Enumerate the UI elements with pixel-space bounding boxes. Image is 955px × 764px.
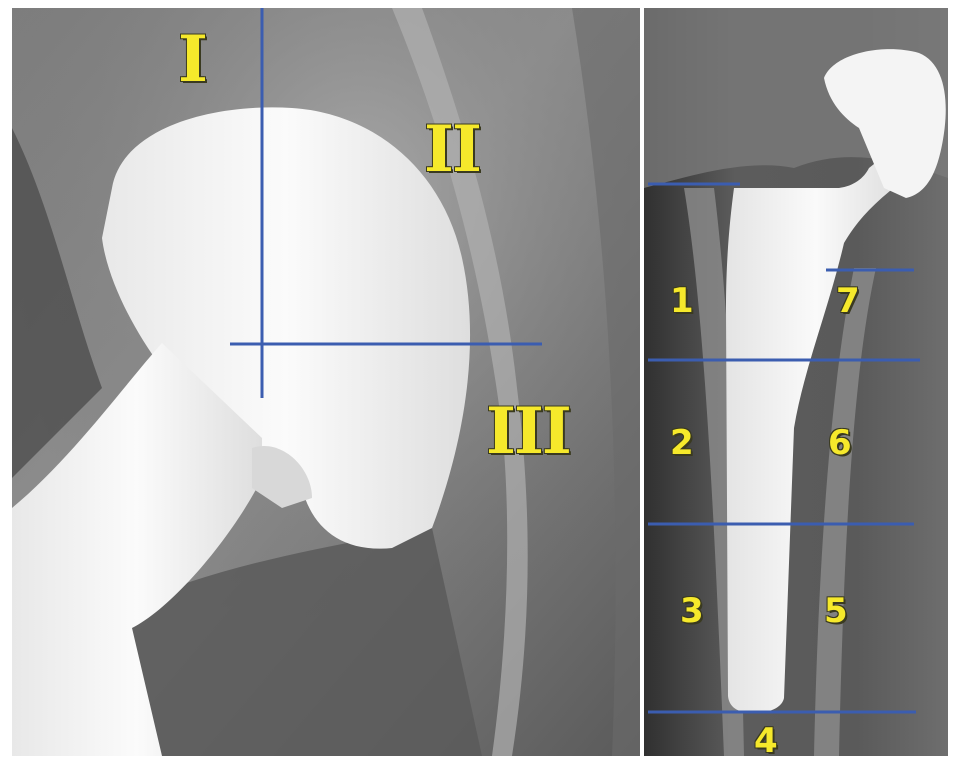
femoral-zone-label-7: 7 — [836, 284, 860, 318]
femoral-zone-label-4: 4 — [754, 724, 778, 756]
acetabular-zone-label-3: III — [486, 400, 570, 464]
femoral-radiograph-panel: 1 2 3 4 5 6 7 — [644, 8, 948, 756]
femoral-radiograph-image — [644, 8, 948, 756]
acetabular-zone-label-2: II — [424, 118, 480, 182]
acetabular-radiograph-image — [12, 8, 640, 756]
femoral-zone-label-3: 3 — [680, 594, 704, 628]
femoral-zone-label-2: 2 — [670, 426, 694, 460]
femoral-zone-label-1: 1 — [670, 284, 694, 318]
acetabular-radiograph-panel: I II III — [12, 8, 640, 756]
femoral-zone-label-6: 6 — [828, 426, 852, 460]
femoral-zone-label-5: 5 — [824, 594, 848, 628]
acetabular-zone-label-1: I — [178, 28, 206, 92]
